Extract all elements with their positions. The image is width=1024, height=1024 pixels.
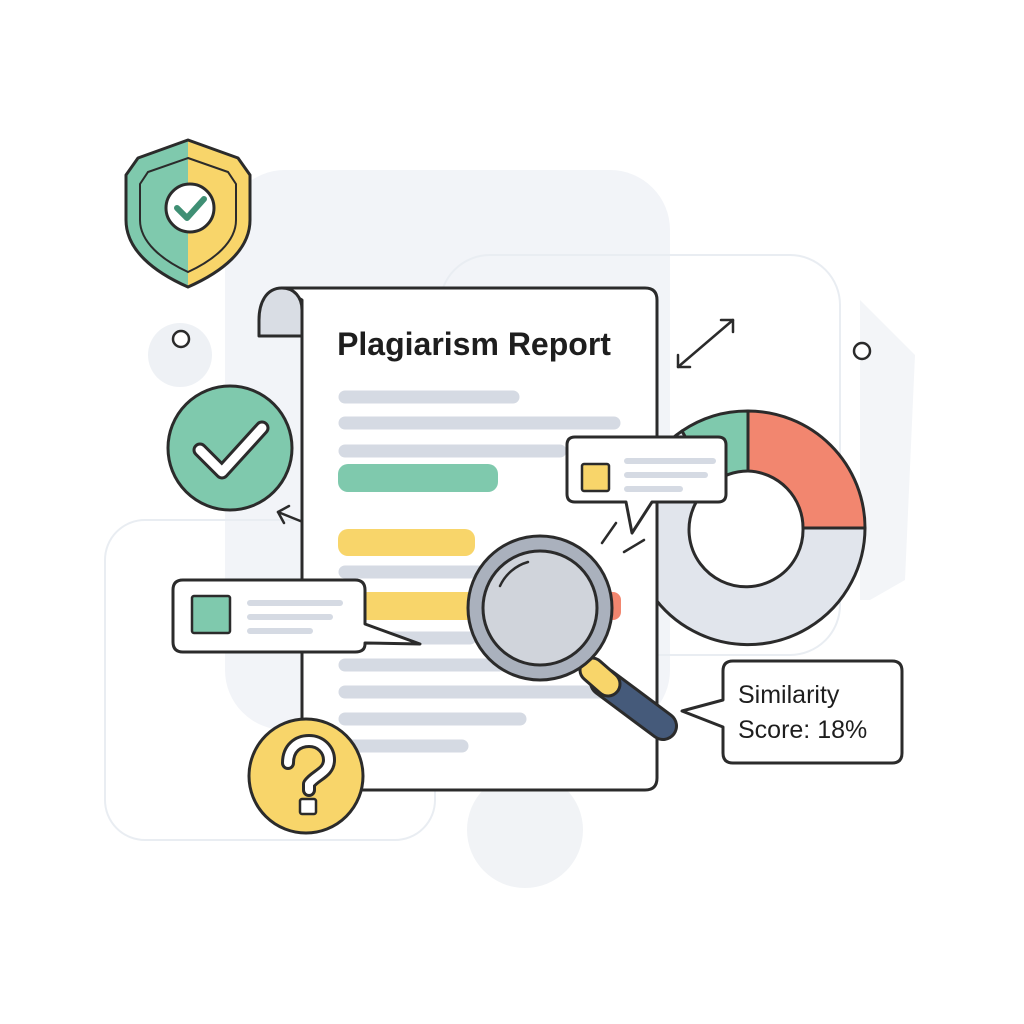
similarity-label: Similarity (738, 681, 840, 709)
similarity-score: Score: 18% (738, 716, 867, 744)
magnifying-glass-icon (466, 534, 678, 741)
double-arrow-icon (676, 318, 735, 369)
shield-check-icon (124, 138, 252, 289)
background-blob (467, 772, 583, 888)
callout-card (565, 435, 728, 535)
decor-dot (171, 329, 191, 349)
report-title: Plagiarism Report (337, 326, 611, 362)
highlight-green (338, 464, 498, 492)
callout-swatch (190, 594, 232, 635)
donut-segment-coral (746, 409, 867, 530)
callout-swatch (580, 462, 611, 493)
spark-lines (600, 521, 646, 554)
document-curl (257, 286, 304, 338)
similarity-score-card: Similarity Score: 18% (680, 659, 904, 765)
callout-card (171, 578, 422, 654)
highlight-yellow (338, 529, 475, 556)
report-document: Plagiarism Report (257, 286, 659, 792)
background-blob (860, 300, 915, 600)
check-circle-icon (166, 384, 294, 512)
background-blob (148, 323, 212, 387)
question-circle-icon (247, 717, 365, 835)
decor-dot (852, 341, 872, 361)
